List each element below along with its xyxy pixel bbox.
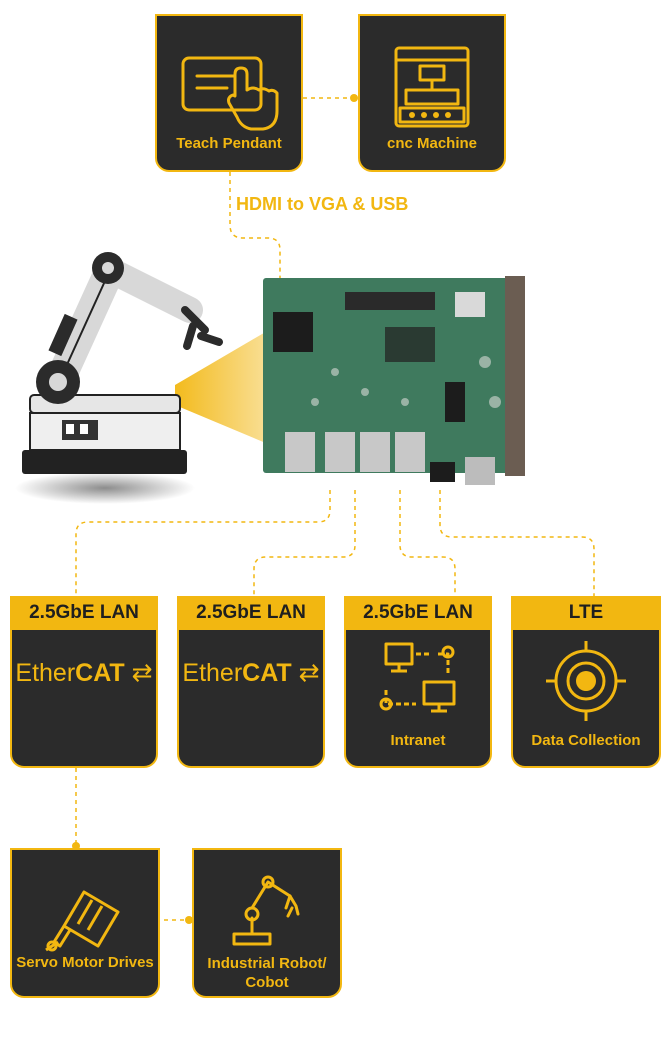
motherboard-image: [263, 276, 525, 485]
connection-label: HDMI to VGA & USB: [236, 194, 409, 214]
ethercat-logo: EtherCAT ⇄: [182, 659, 320, 687]
intranet-label: Intranet: [390, 732, 446, 749]
robot-card: Industrial Robot/ Cobot: [192, 848, 342, 998]
ethercat-arrows-icon: ⇄: [124, 659, 153, 687]
servo-label: Servo Motor Drives: [16, 954, 154, 971]
network-computers-icon: [379, 642, 456, 713]
ethercat-arrows-icon: ⇄: [291, 659, 320, 687]
robot-label-line1: Industrial Robot/: [207, 955, 327, 972]
touchscreen-hand-icon: [181, 56, 279, 131]
cnc-machine-label: cnc Machine: [386, 135, 478, 152]
servo-card: Servo Motor Drives: [10, 848, 160, 998]
cnc-machine-icon: [394, 46, 470, 128]
ethercat-logo: EtherCAT ⇄: [15, 659, 153, 687]
port-header: LTE: [511, 596, 661, 630]
port-header: 2.5GbE LAN: [177, 596, 325, 630]
data-collection-label: Data Collection: [531, 732, 641, 749]
port-card-lan-3: 2.5GbE LAN Intranet: [344, 596, 492, 768]
target-icon: [546, 641, 626, 721]
robot-arm-icon: [232, 875, 300, 946]
servo-motor-icon: [45, 890, 120, 952]
port-card-lte: LTE Data Collection: [511, 596, 661, 768]
robot-label-line2: Cobot: [245, 974, 289, 991]
port-card-lan-1: 2.5GbE LAN EtherCAT ⇄: [10, 596, 158, 768]
teach-pendant-label: Teach Pendant: [176, 135, 282, 152]
port-header: 2.5GbE LAN: [344, 596, 492, 630]
port-card-lan-2: 2.5GbE LAN EtherCAT ⇄: [177, 596, 325, 768]
port-header: 2.5GbE LAN: [10, 596, 158, 630]
teach-pendant-card: Teach Pendant: [155, 14, 303, 172]
cnc-machine-card: cnc Machine: [358, 14, 506, 172]
